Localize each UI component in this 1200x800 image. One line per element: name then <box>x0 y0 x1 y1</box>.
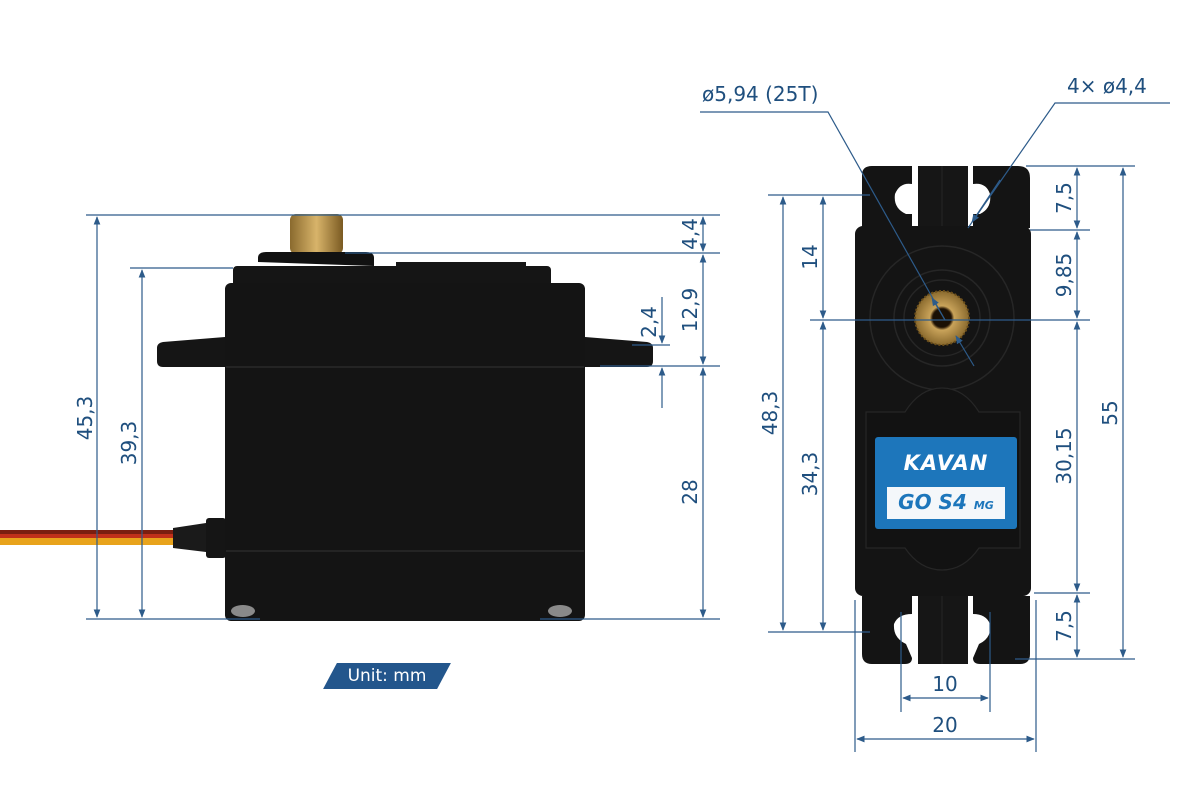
side-view-dimensions <box>86 214 720 620</box>
callout-spline: ø5,94 (25T) <box>702 82 818 106</box>
side-view-dimension-labels: 45,3 39,3 4,4 12,9 2,4 28 <box>73 218 702 505</box>
dim-hole-spacing: 10 <box>932 672 957 696</box>
dim-case-height: 39,3 <box>117 421 141 466</box>
model-plate: GO S4 MG <box>887 487 1005 519</box>
dim-width: 20 <box>932 713 957 737</box>
brand-logo: KAVAN <box>903 451 989 475</box>
top-view-servo <box>855 166 1031 664</box>
top-view-dimension-labels: ø5,94 (25T) 4× ø4,4 48,3 14 34,3 7,5 9,8… <box>702 74 1147 737</box>
dim-left-upper: 14 <box>798 244 822 269</box>
dim-overall-height: 45,3 <box>73 396 97 441</box>
servo-case <box>225 283 585 621</box>
output-spline <box>290 214 343 254</box>
dim-right-to-shaft: 9,85 <box>1052 253 1076 298</box>
dim-flange-thickness: 2,4 <box>637 306 661 338</box>
model-text: GO S4 <box>898 490 967 514</box>
side-view-servo <box>0 214 653 621</box>
model-suffix: MG <box>973 499 994 512</box>
top-view-dimensions <box>700 102 1170 752</box>
model-name: GO S4 MG <box>887 490 1005 514</box>
dim-right-bottom-tab: 7,5 <box>1052 610 1076 642</box>
dim-right-top-tab: 7,5 <box>1052 182 1076 214</box>
servo-cable <box>0 518 226 558</box>
dim-right-shaft-to-tab: 30,15 <box>1052 427 1076 484</box>
mount-flange-right <box>585 337 653 367</box>
dim-left-lower: 34,3 <box>798 452 822 497</box>
mount-flange-left <box>157 337 225 367</box>
dim-overall-length: 55 <box>1098 400 1122 425</box>
dim-shaft-height: 4,4 <box>678 218 702 250</box>
unit-label: Unit: mm <box>347 666 427 686</box>
dim-left-total: 48,3 <box>758 391 782 436</box>
callout-mount-holes: 4× ø4,4 <box>1067 74 1147 98</box>
dim-top-to-flange: 12,9 <box>678 288 702 333</box>
unit-badge: Unit: mm <box>323 663 451 689</box>
product-label: KAVAN GO S4 MG <box>875 437 1017 529</box>
dim-flange-to-bottom: 28 <box>678 479 702 504</box>
